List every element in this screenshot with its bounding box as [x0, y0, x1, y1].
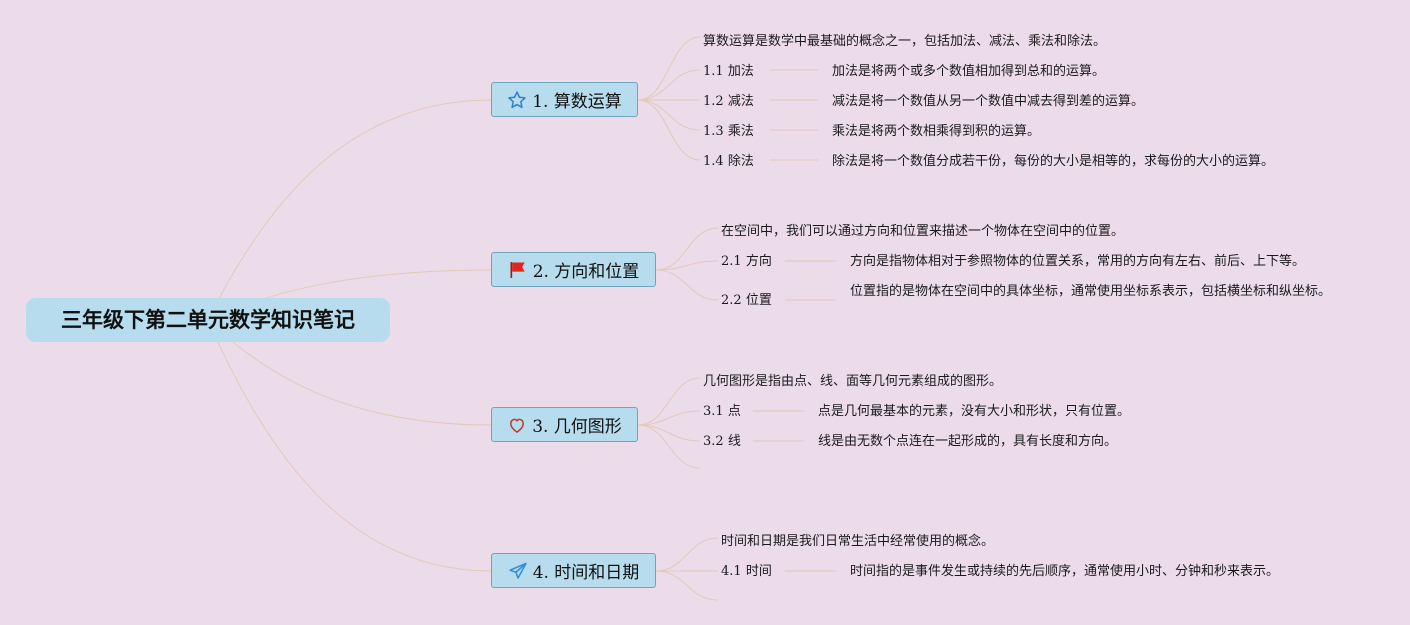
connector-line: [637, 424, 701, 469]
subtopic-item[interactable]: 3.2 线: [703, 434, 741, 449]
connector-line: [637, 424, 701, 442]
branch-intro-text[interactable]: 几何图形是指由点、线、面等几何元素组成的图形。: [703, 374, 1003, 389]
subtopic-item[interactable]: 2.2 位置: [721, 293, 772, 308]
subtopic-description[interactable]: 乘法是将两个数相乘得到积的运算。: [832, 124, 1041, 139]
connector-line: [637, 410, 701, 426]
branch-label: 2. 方向和位置: [532, 262, 640, 282]
subtopic-description[interactable]: 减法是将一个数值从另一个数值中减去得到差的运算。: [832, 94, 1145, 109]
subtopic-description[interactable]: 线是由无数个点连在一起形成的，具有长度和方向。: [818, 434, 1118, 449]
branch-topic-geometry[interactable]: 3. 几何图形: [491, 407, 638, 442]
subtopic-description[interactable]: 加法是将两个或多个数值相加得到总和的运算。: [832, 64, 1106, 79]
connector-line: [637, 377, 701, 426]
paper-plane-icon: [508, 561, 528, 581]
subtopic-item[interactable]: 2.1 方向: [721, 254, 772, 269]
branch-topic-direction-position[interactable]: 2. 方向和位置: [491, 252, 656, 287]
connector-line: [637, 36, 701, 101]
root-topic[interactable]: 三年级下第二单元数学知识笔记: [26, 298, 390, 342]
subtopic-item[interactable]: 4.1 时间: [721, 564, 772, 579]
subtopic-item[interactable]: 1.4 除法: [703, 154, 754, 169]
connector-line: [655, 260, 719, 271]
star-icon: [507, 90, 527, 110]
branch-intro-text[interactable]: 时间和日期是我们日常生活中经常使用的概念。: [721, 534, 995, 549]
connector-line: [655, 570, 719, 601]
connector-line: [655, 227, 719, 271]
subtopic-item[interactable]: 1.3 乘法: [703, 124, 754, 139]
subtopic-item[interactable]: 1.1 加法: [703, 64, 754, 79]
connector-line: [655, 269, 719, 301]
branch-topic-arithmetic[interactable]: 1. 算数运算: [491, 82, 638, 117]
subtopic-description[interactable]: 点是几何最基本的元素，没有大小和形状，只有位置。: [818, 404, 1131, 419]
connector-line: [637, 69, 701, 101]
branch-label: 1. 算数运算: [532, 92, 622, 112]
subtopic-item[interactable]: 1.2 减法: [703, 94, 754, 109]
red-flag-icon: [508, 260, 528, 280]
subtopic-item[interactable]: 3.1 点: [703, 404, 741, 419]
subtopic-description[interactable]: 时间指的是事件发生或持续的先后顺序，通常使用小时、分钟和秒来表示。: [850, 564, 1280, 579]
connector-line: [207, 319, 492, 572]
subtopic-description[interactable]: 位置指的是物体在空间中的具体坐标，通常使用坐标系表示，包括横坐标和纵坐标。: [850, 284, 1332, 299]
branch-label: 4. 时间和日期: [532, 563, 640, 583]
subtopic-description[interactable]: 方向是指物体相对于参照物体的位置关系，常用的方向有左右、前后、上下等。: [850, 254, 1306, 269]
branch-intro-text[interactable]: 在空间中，我们可以通过方向和位置来描述一个物体在空间中的位置。: [721, 224, 1125, 239]
branch-topic-time-date[interactable]: 4. 时间和日期: [491, 553, 656, 588]
connector-line: [207, 99, 492, 321]
connector-line: [637, 99, 701, 131]
heart-icon: [507, 415, 527, 435]
connector-line: [655, 537, 719, 572]
branch-intro-text[interactable]: 算数运算是数学中最基础的概念之一，包括加法、减法、乘法和除法。: [703, 34, 1107, 49]
branch-label: 3. 几何图形: [532, 417, 622, 437]
connector-line: [637, 99, 701, 161]
subtopic-description[interactable]: 除法是将一个数值分成若干份，每份的大小是相等的，求每份的大小的运算。: [832, 154, 1275, 169]
